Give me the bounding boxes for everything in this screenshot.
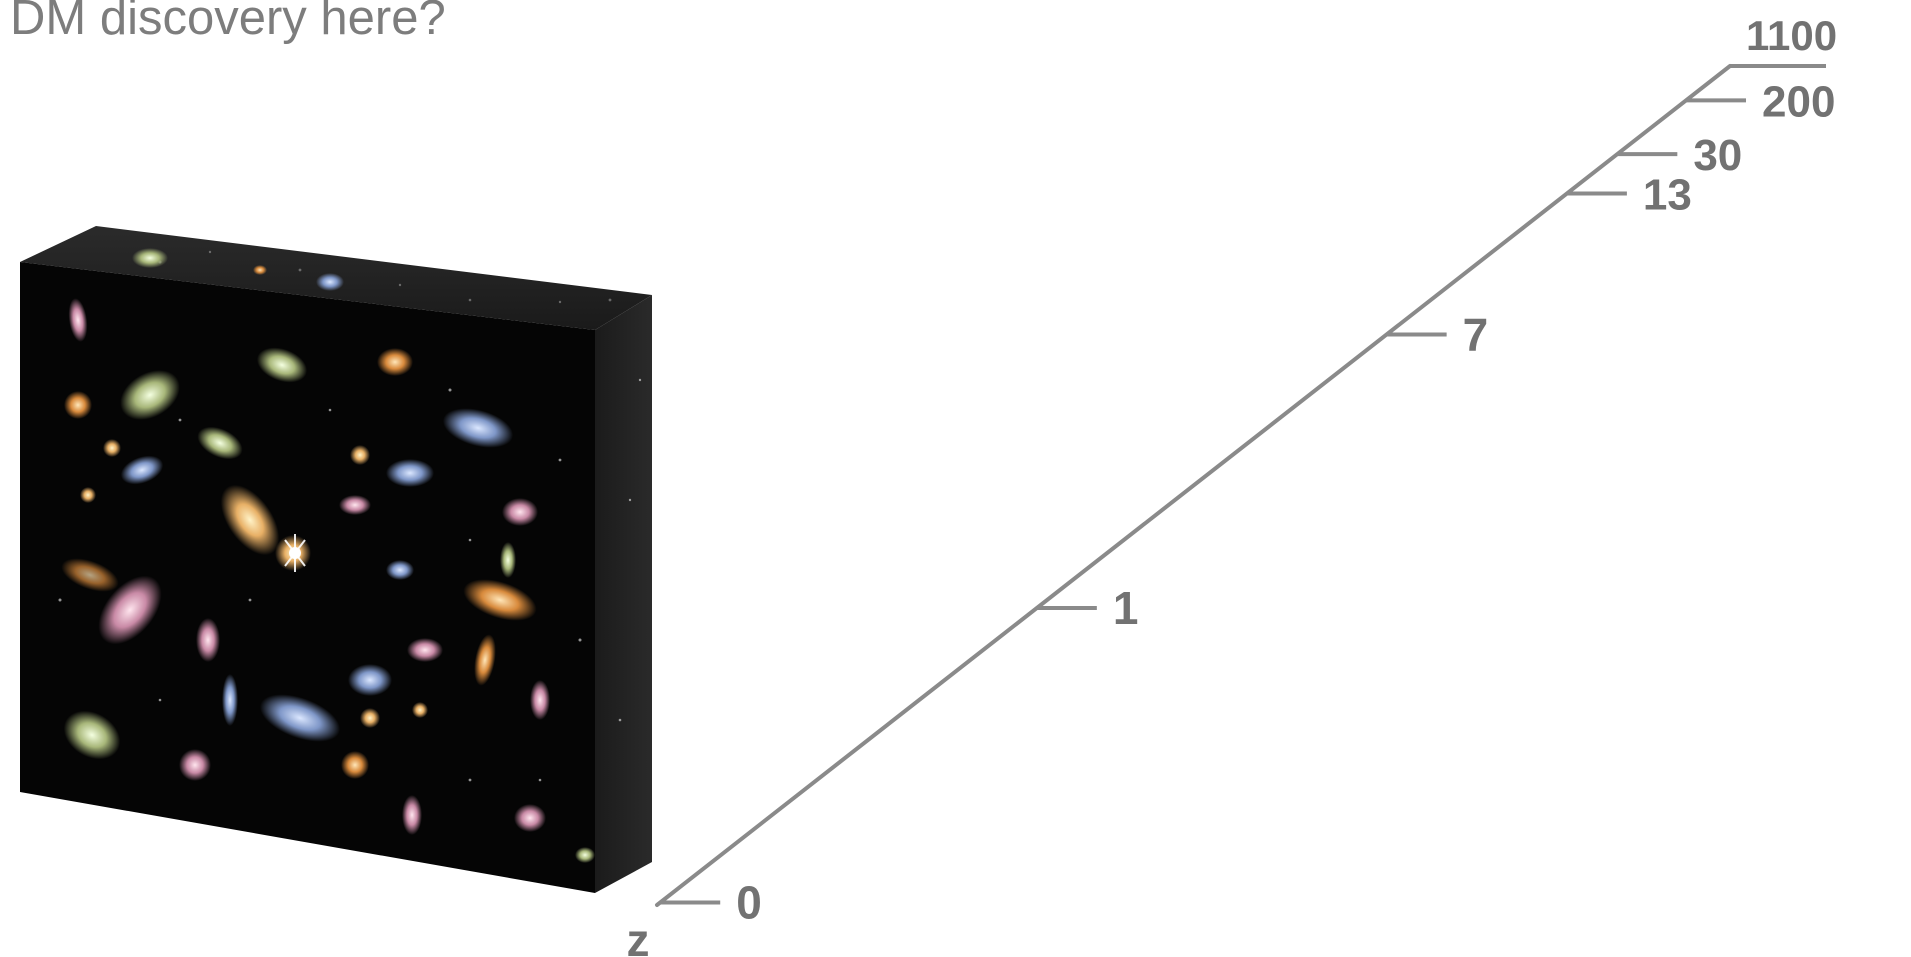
tick-label: 30 (1693, 131, 1742, 180)
tick-label: 1 (1113, 582, 1139, 634)
tick-label: 1100 (1746, 12, 1837, 59)
tick-label: 0 (736, 876, 762, 928)
tick-label: 7 (1463, 308, 1489, 360)
redshift-axis-label: z (627, 914, 650, 957)
tick-label: 13 (1643, 171, 1692, 220)
tick-label: 200 (1762, 77, 1835, 126)
